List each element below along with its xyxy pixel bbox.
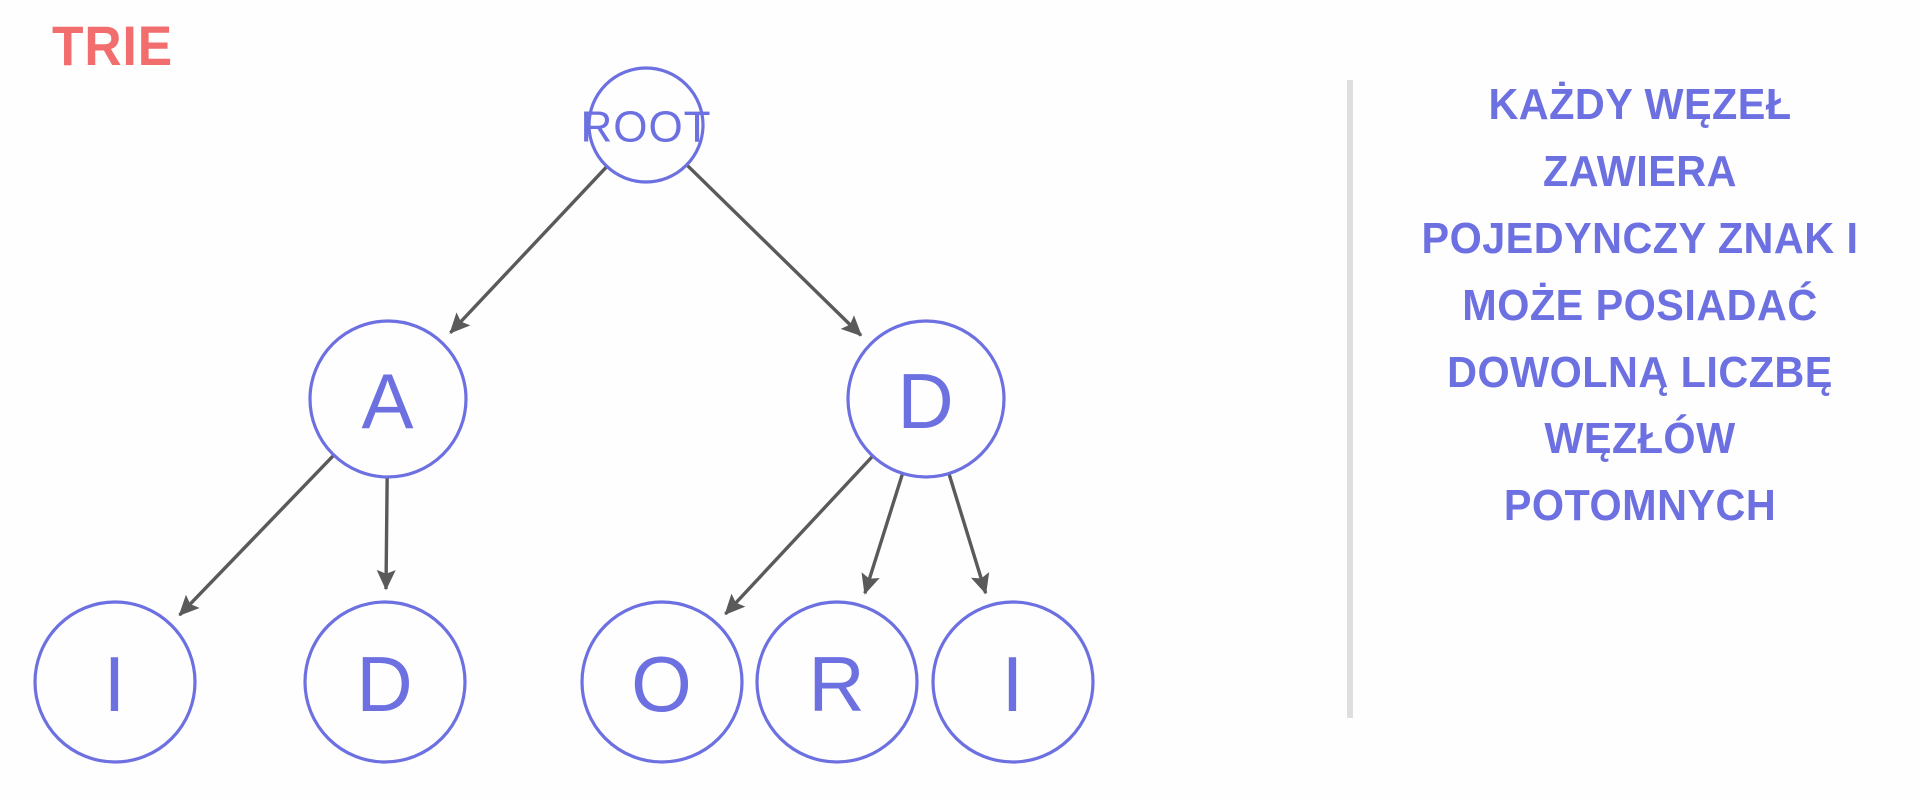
edge-d-to-o <box>724 455 874 616</box>
nodes-group: ROOT A D I D O R I <box>33 66 1095 764</box>
tree-node-root[interactable]: ROOT <box>580 66 711 184</box>
node-label-d: D <box>897 357 954 445</box>
node-circle-a[interactable] <box>308 319 468 479</box>
node-label-r: R <box>808 640 865 728</box>
edges-group <box>178 164 990 617</box>
tree-node-d[interactable]: D <box>846 319 1006 479</box>
edge-a-to-i1 <box>178 454 335 617</box>
tree-node-d1[interactable]: D <box>303 600 467 764</box>
node-label-root: ROOT <box>580 103 711 152</box>
caption-line: POJEDYNCZY ZNAK I <box>1421 213 1859 263</box>
caption-line: DOWOLNĄ LICZBĘ <box>1447 347 1833 397</box>
edge-root-to-d <box>686 164 863 337</box>
caption-text-block: KAŻDY WĘZEŁ ZAWIERA POJEDYNCZY ZNAK I MOŻE … <box>1400 72 1880 540</box>
caption-line: ZAWIERA <box>1542 146 1737 196</box>
tree-node-r[interactable]: R <box>755 600 919 764</box>
tree-node-a[interactable]: A <box>308 319 468 479</box>
caption-line: POTOMNYCH <box>1503 481 1777 531</box>
trie-diagram: ROOT A D I D O R I <box>33 66 1095 764</box>
edge-a-to-d1 <box>376 477 396 591</box>
vertical-divider <box>1347 80 1353 718</box>
node-circle-root[interactable] <box>587 66 705 184</box>
node-label-i1: I <box>104 640 127 728</box>
caption-line: KAŻDY WĘZEŁ <box>1488 80 1792 129</box>
caption-line: WĘZŁÓW <box>1544 414 1736 464</box>
node-label-a: A <box>361 357 414 445</box>
node-circle-i2[interactable] <box>931 600 1095 764</box>
node-circle-o[interactable] <box>580 600 744 764</box>
node-circle-i1[interactable] <box>33 600 197 764</box>
node-circle-d[interactable] <box>846 319 1006 479</box>
tree-node-i2[interactable]: I <box>931 600 1095 764</box>
node-circle-r[interactable] <box>755 600 919 764</box>
node-label-d1: D <box>356 640 413 728</box>
edge-d-to-r <box>861 473 904 595</box>
tree-node-i1[interactable]: I <box>33 600 197 764</box>
edge-d-to-i2 <box>947 474 990 595</box>
node-circle-d1[interactable] <box>303 600 467 764</box>
tree-node-o[interactable]: O <box>580 600 744 764</box>
edge-root-to-a <box>449 166 608 334</box>
node-label-i2: I <box>1002 640 1025 728</box>
node-label-o: O <box>631 640 693 728</box>
page-title: TRIE <box>52 14 174 77</box>
caption-line: MOŻE POSIADAĆ <box>1462 280 1818 330</box>
